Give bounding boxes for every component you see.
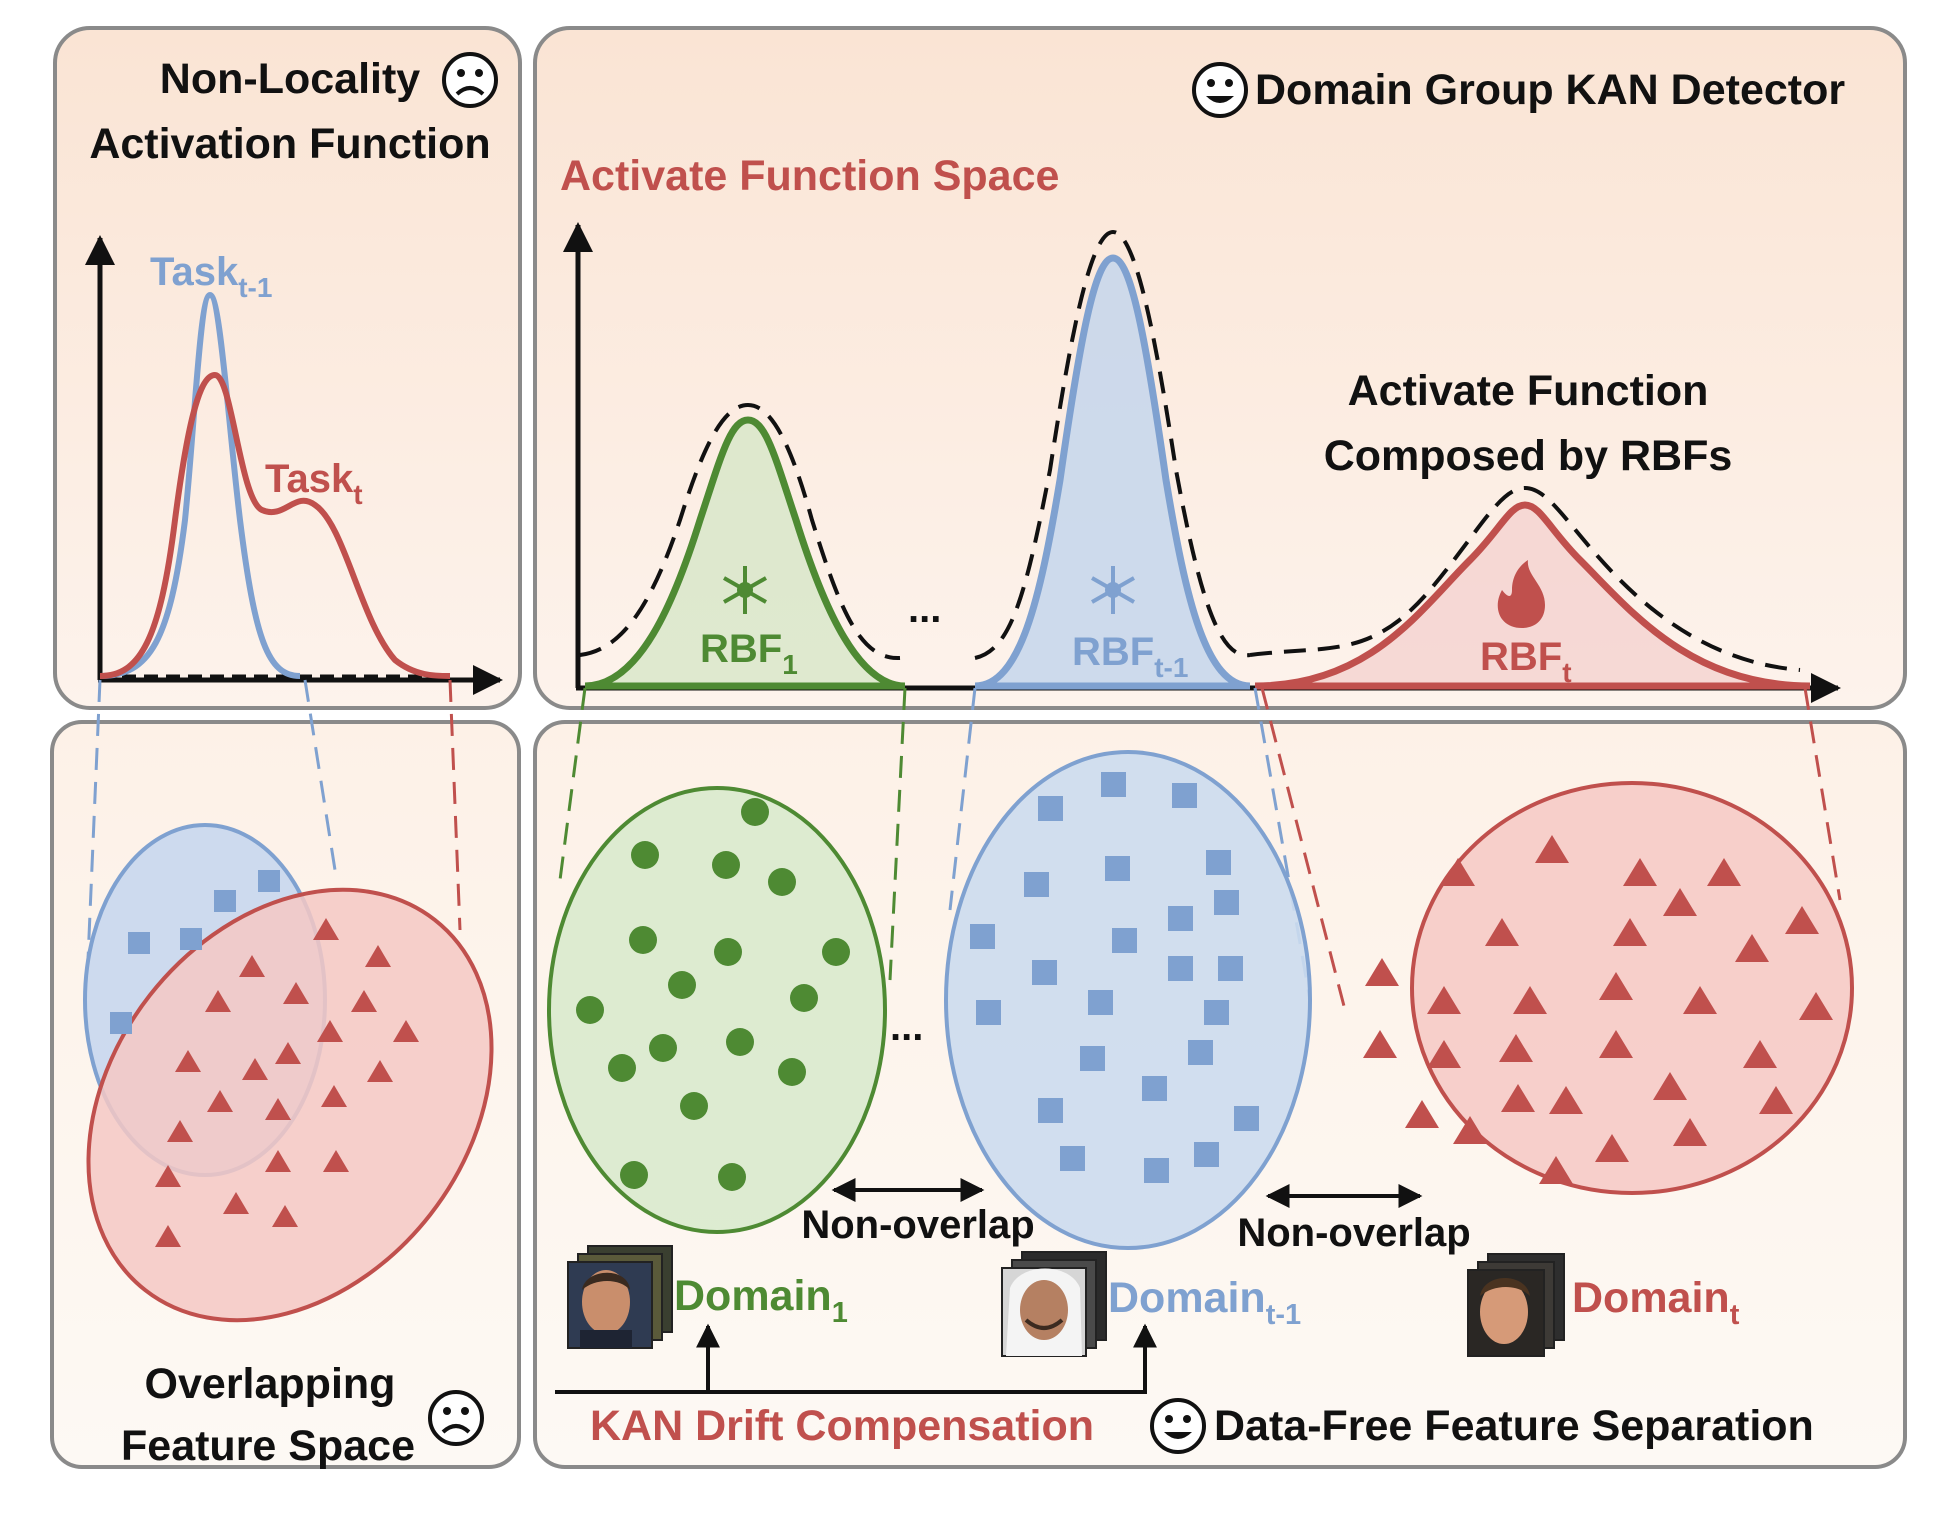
domain-1-cluster [547, 786, 887, 1234]
composed-dashed-curve [579, 402, 901, 661]
overlap-caption-line1: Overlapping [145, 1360, 396, 1408]
snowflake-icon-2 [1091, 566, 1135, 614]
domain-1-points [576, 798, 850, 1191]
fire-icon [1497, 560, 1545, 628]
task-t-cluster [86, 887, 494, 1323]
feature-separation-label: Data-Free Feature Separation [1214, 1402, 1814, 1450]
non-overlap-label-1: Non-overlap [801, 1203, 1034, 1247]
rbf-t-label: RBFt [1480, 635, 1572, 688]
task-t-1-points [110, 870, 280, 1034]
task-t-1-label: Taskt-1 [150, 250, 272, 303]
sad-face-icon-bottom [428, 1390, 484, 1446]
connector-lines [86, 679, 1842, 1011]
domain-t-cluster [1410, 781, 1854, 1195]
happy-face-icon-bottom [1150, 1398, 1206, 1454]
domain-1-face-thumbnails [567, 1245, 673, 1349]
nonlocality-title-line1: Non-Locality [160, 55, 420, 103]
task-t-label: Taskt [265, 457, 363, 510]
domain-t-face-thumbnails [1467, 1253, 1565, 1357]
sad-face-icon [442, 52, 498, 108]
rbf-1-curve [584, 416, 906, 690]
domain-t-points [1363, 835, 1833, 1184]
composed-line2: Composed by RBFs [1324, 432, 1733, 480]
snowflake-icon-1 [723, 566, 767, 614]
non-overlap-label-2: Non-overlap [1237, 1211, 1470, 1255]
rbf-t-1-curve [974, 254, 1251, 690]
rbf-t-1-label: RBFt-1 [1072, 630, 1188, 683]
cluster-ellipsis: ... [890, 1005, 923, 1049]
composed-line1: Activate Function [1348, 367, 1709, 415]
domain-t-label: Domaint [1572, 1274, 1740, 1331]
composed-dashed-curve-mid [974, 229, 1251, 660]
rbf-1-label: RBF1 [700, 627, 798, 680]
task-t-points [155, 918, 419, 1247]
rbf-ellipsis: ... [908, 587, 941, 631]
domain-t-1-label: Domaint-1 [1108, 1274, 1301, 1331]
domain-t-1-face-thumbnails [1001, 1251, 1107, 1357]
drift-compensation-label: KAN Drift Compensation [590, 1402, 1094, 1450]
composed-dashed-curve-last [1249, 485, 1801, 672]
task-t-1-curve [99, 291, 301, 679]
nonlocality-title-line2: Activation Function [89, 120, 490, 168]
domain-t-1-points [970, 772, 1259, 1183]
task-t-curve [99, 371, 451, 679]
drift-compensation-connector-2 [708, 1323, 1157, 1394]
detector-header: Domain Group KAN Detector [1255, 66, 1845, 114]
overlap-caption-line2: Feature Space [121, 1422, 415, 1470]
happy-face-icon [1192, 62, 1248, 118]
function-space-label: Activate Function Space [560, 152, 1059, 200]
domain-1-label: Domain1 [674, 1272, 848, 1329]
